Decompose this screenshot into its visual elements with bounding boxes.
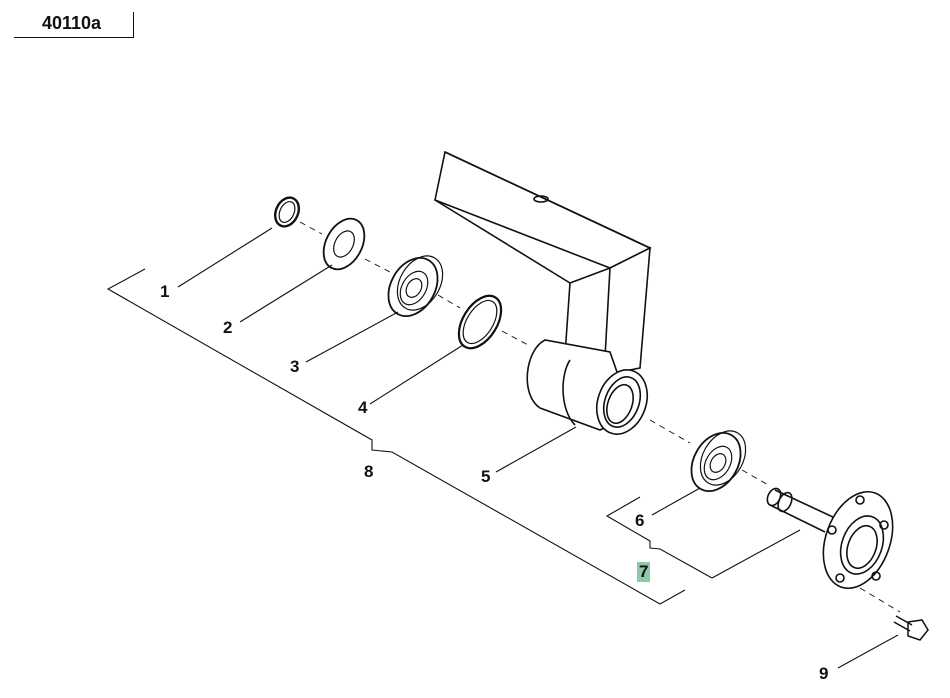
callout-2: 2: [223, 318, 233, 337]
reference-bracket: [133, 12, 134, 38]
drawing-reference-code: 40110a: [42, 13, 102, 33]
leader-lines: [177, 227, 899, 669]
assembly-axis: [299, 221, 901, 613]
callout-1: 1: [160, 282, 170, 301]
bracket-group-7: [605, 496, 713, 579]
snap-ring-part-1: [273, 196, 301, 228]
callout-7: 7: [637, 562, 651, 582]
callout-6: 6: [635, 511, 645, 530]
callout-4: 4: [358, 398, 368, 417]
arm-housing-part-5: [434, 150, 652, 435]
callout-5: 5: [481, 467, 491, 486]
bearing-part-6: [690, 430, 747, 492]
bracket-group-8: [106, 268, 686, 605]
callout-8: 8: [364, 462, 374, 481]
bolt-part-9: [893, 615, 929, 641]
callout-9: 9: [819, 664, 829, 683]
hub-spindle: [766, 487, 894, 590]
callout-3: 3: [290, 357, 300, 376]
o-ring-part-4: [457, 294, 503, 350]
washer-part-2: [322, 217, 366, 271]
reference-underline: [14, 37, 134, 38]
bearing-part-3: [387, 255, 444, 317]
